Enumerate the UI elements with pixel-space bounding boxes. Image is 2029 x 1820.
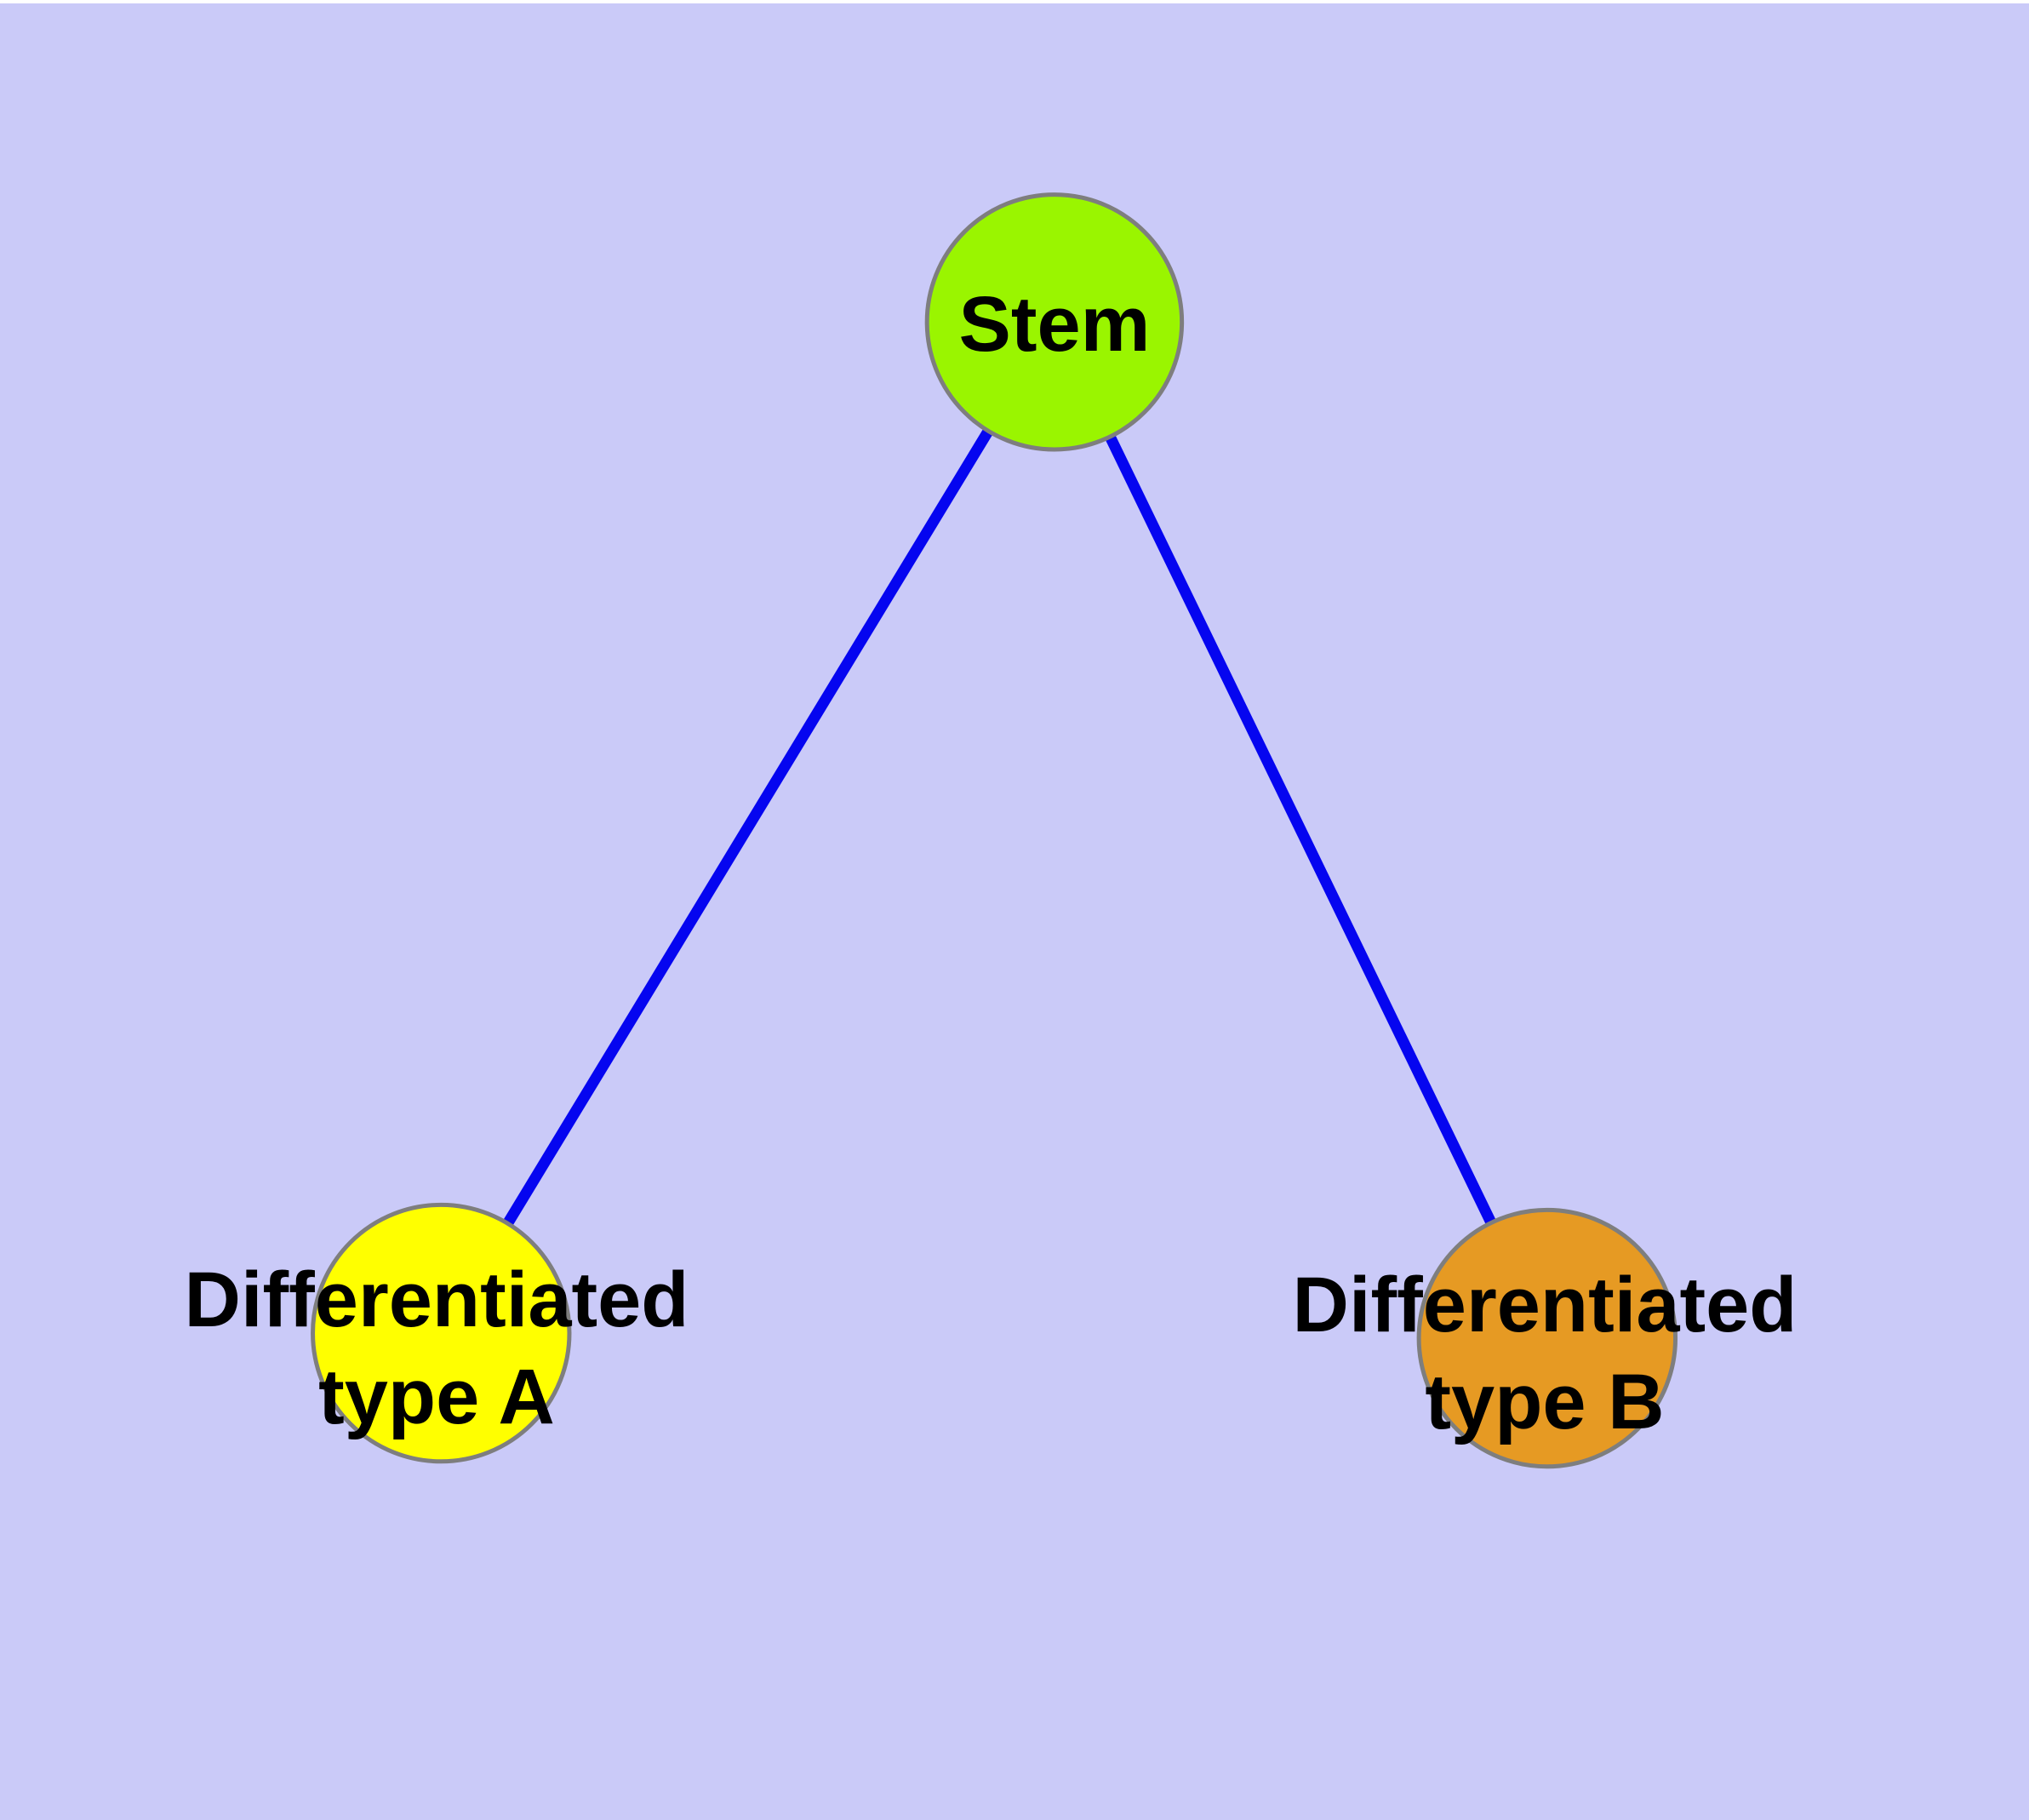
node-differentiated-type-b[interactable] [1416, 1207, 1678, 1469]
graph-svg [311, 192, 1678, 1469]
node-differentiated-type-a[interactable] [311, 1202, 572, 1464]
edge-stem-to-type-b[interactable] [1049, 319, 1552, 1341]
edge-stem-to-type-a[interactable] [436, 318, 1060, 1336]
node-stem[interactable] [924, 192, 1185, 452]
